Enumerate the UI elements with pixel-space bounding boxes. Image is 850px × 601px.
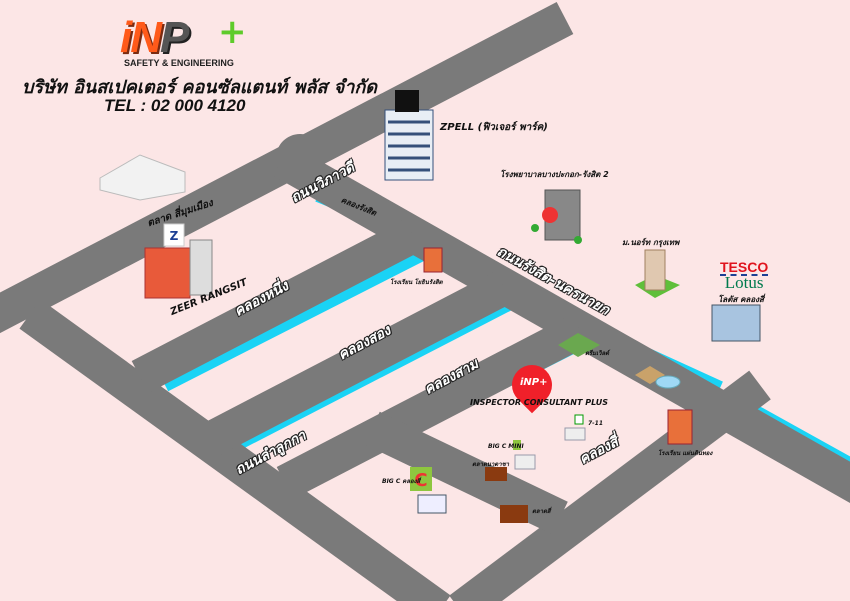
road-lam-luk-ka — [19, 299, 451, 601]
building-school-1 — [423, 247, 443, 273]
park — [635, 366, 681, 389]
building-dreamworld — [558, 333, 600, 357]
tesco-lotus-logo: TESCO Lotus — [720, 259, 769, 292]
place-label-school-1: โรงเรียน โยธินรังสิต — [390, 279, 443, 286]
svg-text:Z: Z — [170, 229, 179, 243]
lotus-logo-text: Lotus — [724, 273, 764, 292]
place-label-big-c-mini: BIG C MINI — [488, 443, 524, 450]
building-north-bkk — [635, 249, 680, 298]
building-zpell — [384, 90, 434, 181]
place-label-market-2: ตลาดสี่ — [532, 508, 551, 515]
canal-khlong-1 — [161, 238, 444, 392]
building-lotus — [711, 304, 761, 342]
place-label-zpell: ZPELL (ฟิวเจอร์ พาร์ค) — [440, 122, 548, 133]
company-logo: iNP + SAFETY & ENGINEERING — [120, 12, 247, 68]
roundabout — [276, 134, 324, 182]
place-label-lotus: โลตัส คลองสี่ — [718, 295, 764, 304]
building-market-2 — [500, 505, 528, 523]
road-spur — [364, 411, 568, 535]
place-label-office: INSPECTOR CONSULTANT PLUS — [470, 398, 608, 407]
office-pin-logo: iNP+ — [520, 377, 548, 388]
place-label-big-c: BIG C คลองสี่ — [382, 478, 421, 485]
road-khlong-4 — [449, 370, 771, 601]
building-zeer: Z — [144, 223, 213, 299]
building-big-c: C — [410, 467, 447, 514]
road-khlong-2 — [201, 271, 513, 456]
place-label-school-2: โรงเรียน แผ่นดินทอง — [658, 450, 713, 457]
road-khlong-3 — [276, 314, 589, 499]
logo-tagline: SAFETY & ENGINEERING — [124, 58, 234, 68]
building-big-c-mini — [513, 440, 536, 470]
place-label-dreamworld: ดรีมเวิลด์ — [585, 350, 610, 357]
building-market-1 — [485, 467, 507, 481]
building-hospital — [531, 189, 582, 244]
tesco-logo-text: TESCO — [720, 259, 769, 276]
place-label-hospital: โรงพยาบาลบางปะกอก-รังสิต 2 — [500, 170, 609, 179]
building-seven-eleven — [564, 414, 586, 441]
place-label-market-1: ตลาดนาตาชา — [472, 461, 510, 468]
road-khlong-1 — [131, 219, 422, 393]
building-school-2 — [667, 409, 693, 445]
company-name: บริษัท อินสเปคเตอร์ คอนซัลแตนท์ พลัส จำก… — [22, 77, 377, 98]
place-label-north-bkk: ม.นอร์ท กรุงเทพ — [622, 238, 680, 247]
svg-text:C: C — [414, 470, 427, 491]
place-label-seven-eleven: 7-11 — [588, 420, 604, 427]
building-si-mum-muang — [99, 154, 186, 201]
phone-number: TEL : 02 000 4120 — [104, 96, 246, 115]
